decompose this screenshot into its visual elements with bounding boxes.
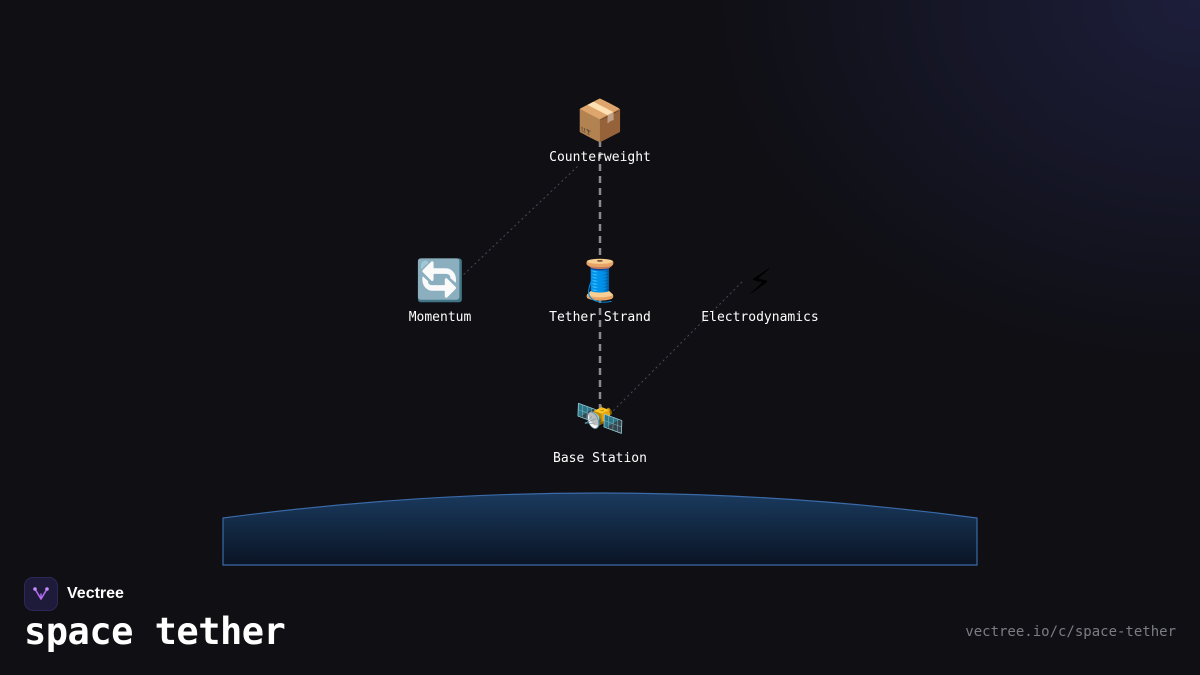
package-icon: 📦 (575, 97, 625, 144)
connector-momentum-counterweight (459, 165, 579, 279)
brand-name: Vectree (67, 585, 124, 602)
source-url[interactable]: vectree.io/c/space-tether (965, 624, 1176, 640)
node-label: Momentum (409, 310, 472, 325)
satellite-icon: 🛰️ (575, 396, 625, 442)
node-label: Base Station (553, 451, 647, 466)
node-label: Counterweight (549, 150, 651, 165)
node-tether-strand[interactable]: 🧵 Tether Strand (549, 257, 651, 325)
node-electrodynamics[interactable]: ⚡ Electrodynamics (701, 258, 818, 325)
planet-horizon (222, 492, 978, 566)
page-title: space tether (24, 610, 286, 653)
vectree-logo-icon (24, 577, 58, 611)
node-label: Electrodynamics (701, 310, 818, 325)
thread-spool-icon: 🧵 (575, 257, 625, 304)
lightning-icon: ⚡ (748, 258, 772, 304)
node-counterweight[interactable]: 📦 Counterweight (549, 97, 651, 165)
cycle-arrows-icon: 🔄 (415, 257, 465, 304)
node-momentum[interactable]: 🔄 Momentum (409, 257, 472, 325)
node-base-station[interactable]: 🛰️ Base Station (553, 396, 647, 466)
connector-electrodynamics-base-station (611, 281, 743, 413)
brand[interactable]: Vectree (24, 577, 124, 611)
node-label: Tether Strand (549, 310, 651, 325)
